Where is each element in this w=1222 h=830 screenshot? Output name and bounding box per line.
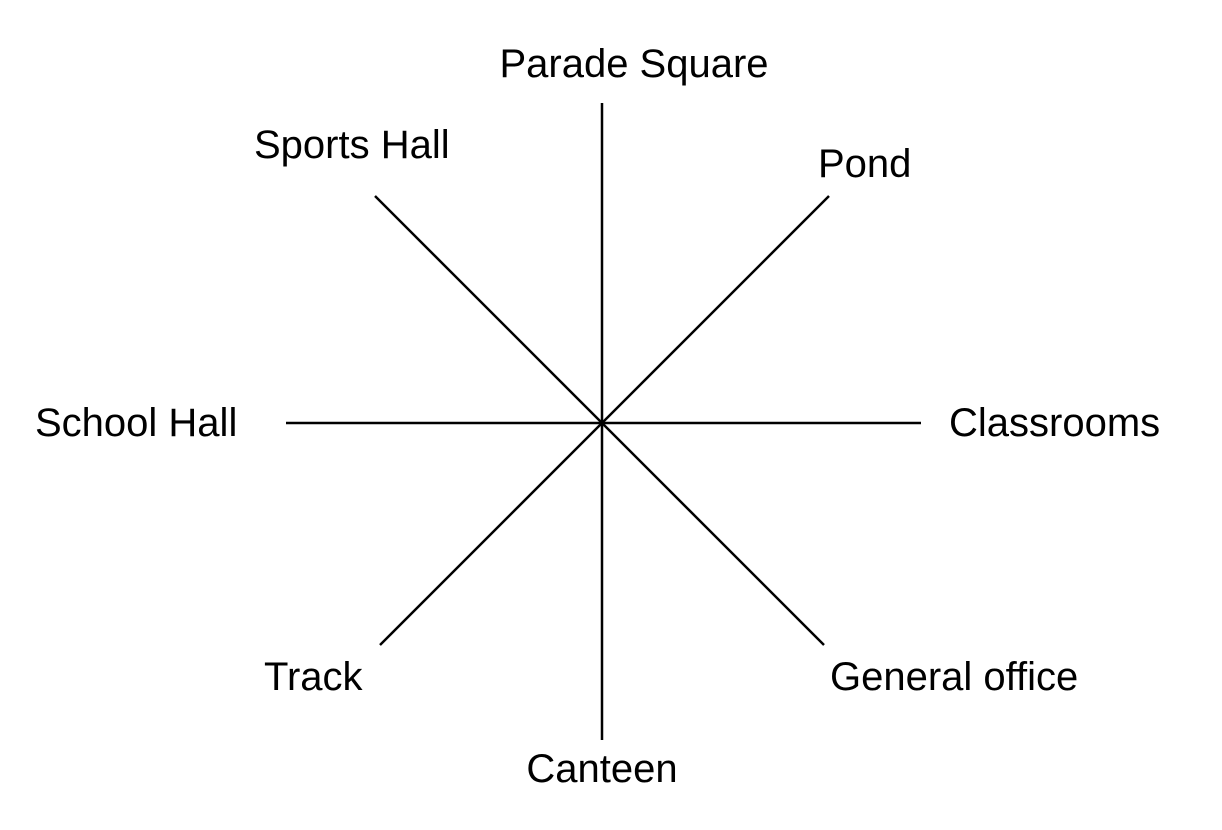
label-southwest: Track (264, 655, 364, 699)
label-west: School Hall (35, 401, 237, 445)
label-northeast: Pond (818, 142, 911, 186)
label-south: Canteen (526, 747, 677, 791)
spoke-southeast (601, 422, 825, 646)
label-northwest: Sports Hall (254, 123, 450, 167)
spoke-southwest (379, 422, 603, 646)
label-north: Parade Square (499, 42, 768, 86)
spoke-northeast (601, 195, 830, 424)
label-east: Classrooms (949, 401, 1160, 445)
label-southeast: General office (830, 655, 1078, 699)
spoke-northwest (374, 195, 603, 424)
